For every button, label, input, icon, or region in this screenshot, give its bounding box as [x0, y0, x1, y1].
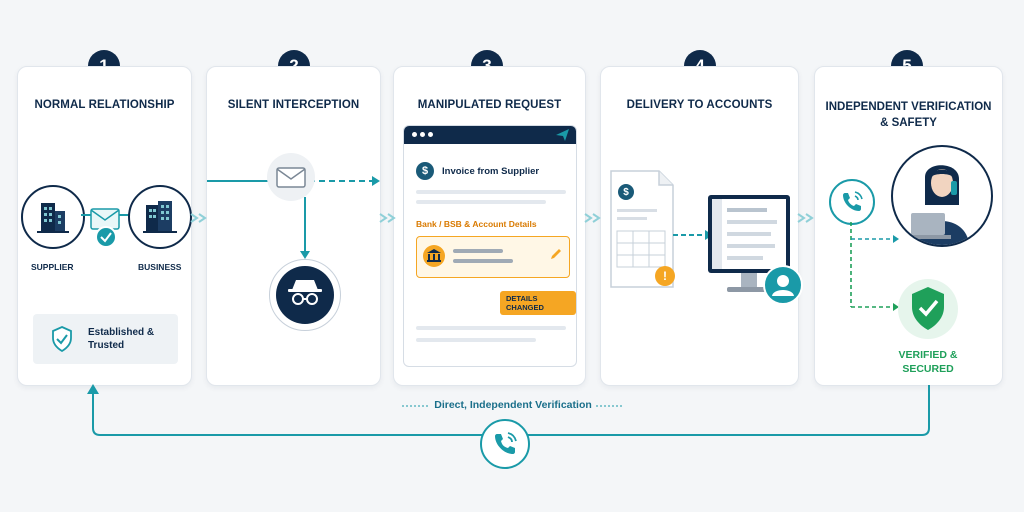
intercepted-envelope-icon	[267, 153, 315, 201]
pencil-icon	[551, 249, 561, 259]
step-5-title-line-2: & SAFETY	[880, 117, 937, 129]
trust-box: Established & Trusted	[33, 314, 178, 364]
step-5-card: INDEPENDENT VERIFICATION & SAFETY	[814, 66, 1003, 386]
accounts-monitor	[707, 194, 791, 312]
verified-line-2: SECURED	[902, 363, 954, 375]
loop-phone-icon	[480, 419, 530, 469]
invoice-dollar-icon: $	[416, 162, 434, 180]
supplier-label: SUPPLIER	[31, 262, 74, 272]
loop-label: Direct, Independent Verification	[434, 399, 592, 411]
verified-line-1: VERIFIED &	[898, 349, 958, 361]
step-4-card: DELIVERY TO ACCOUNTS $ !	[600, 66, 803, 386]
flow-chevron-3	[584, 213, 601, 223]
invoice-title: Invoice from Supplier	[442, 166, 540, 177]
shield-check-icon	[51, 326, 73, 357]
flow-chevron-2	[379, 213, 396, 223]
interception-flow-lines	[207, 176, 380, 259]
bank-details-label: Bank / BSB & Account Details	[416, 219, 537, 229]
shield-verified-icon	[898, 279, 958, 339]
step-5-title: INDEPENDENT VERIFICATION & SAFETY	[815, 99, 1002, 131]
step-5-title-line-1: INDEPENDENT VERIFICATION	[825, 101, 992, 113]
details-changed-badge: DETAILS CHANGED	[500, 291, 576, 315]
flow-chevron-1	[190, 213, 207, 223]
step-4-title: DELIVERY TO ACCOUNTS	[626, 99, 773, 111]
step-2-card: SILENT INTERCEPTION	[206, 66, 381, 386]
step-3-card: MANIPULATED REQUEST $ Invoice from Suppl…	[393, 66, 586, 386]
hacker-icon	[269, 259, 341, 331]
bank-details-box	[416, 236, 570, 278]
envelope-icon	[90, 208, 120, 235]
step-2-title: SILENT INTERCEPTION	[227, 99, 360, 111]
trust-line-2: Trusted	[88, 340, 125, 351]
check-circle-icon	[95, 226, 117, 248]
bank-icon	[423, 245, 445, 267]
flow-chevron-4	[797, 213, 814, 223]
verifier-person-icon	[891, 145, 993, 247]
step-1-title: NORMAL RELATIONSHIP	[34, 99, 175, 111]
email-window: $ Invoice from Supplier Bank / BSB & Acc…	[403, 125, 577, 367]
verification-flow-lines	[850, 222, 899, 311]
business-label: BUSINESS	[138, 262, 182, 272]
document-dollar-icon: $	[618, 184, 634, 200]
invoice-document	[609, 169, 675, 289]
phone-call-icon	[829, 179, 875, 225]
step-1-card: NORMAL RELATIONSHIP SUPPLIER	[17, 66, 192, 386]
send-icon	[556, 129, 569, 141]
business-building-icon	[128, 185, 192, 249]
supplier-building-icon	[21, 185, 85, 249]
trust-line-1: Established &	[88, 327, 155, 338]
user-avatar-icon	[763, 265, 803, 305]
alert-icon: !	[655, 266, 675, 286]
email-window-titlebar	[404, 126, 576, 144]
step-3-title: MANIPULATED REQUEST	[417, 99, 562, 111]
